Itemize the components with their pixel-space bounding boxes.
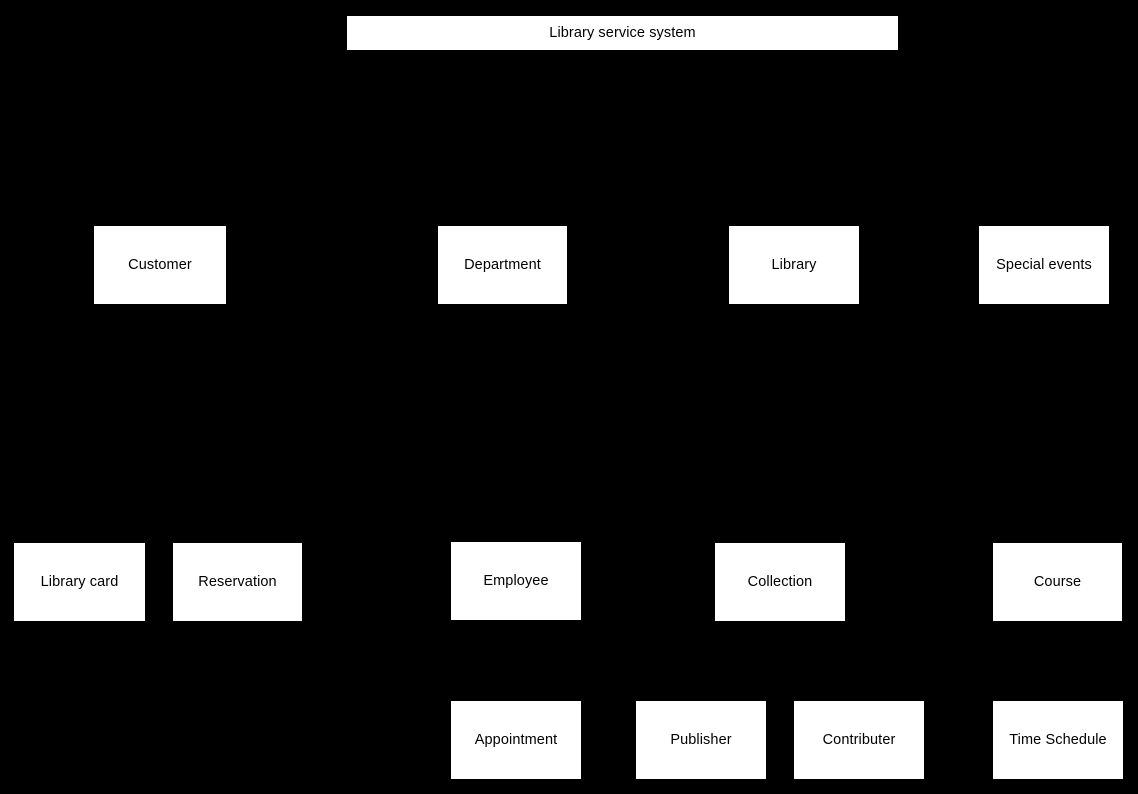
node-label: Library card xyxy=(40,573,119,590)
edge-department-employee xyxy=(501,305,517,541)
node-label: Time Schedule xyxy=(1009,731,1107,748)
edge-root-customer xyxy=(159,51,623,225)
node-collection[interactable]: Collection xyxy=(714,542,846,622)
node-department[interactable]: Department xyxy=(437,225,568,305)
node-label: Special events xyxy=(996,256,1092,273)
node-special-events[interactable]: Special events xyxy=(978,225,1110,305)
node-reservation[interactable]: Reservation xyxy=(172,542,303,622)
edge-special-events-course xyxy=(1043,305,1058,542)
node-label: Library xyxy=(771,256,817,273)
node-label: Collection xyxy=(747,573,813,590)
edge-root-library xyxy=(621,51,795,225)
node-label: Customer xyxy=(128,256,192,273)
node-employee[interactable]: Employee xyxy=(450,541,582,621)
node-label: Reservation xyxy=(198,573,277,590)
node-label: Contributer xyxy=(822,731,896,748)
node-label: Publisher xyxy=(670,731,732,748)
node-library[interactable]: Library xyxy=(728,225,860,305)
edge-root-special-events xyxy=(621,51,1045,225)
edge-root-department xyxy=(501,51,623,225)
node-time-schedule[interactable]: Time Schedule xyxy=(992,700,1124,780)
node-customer[interactable]: Customer xyxy=(93,225,227,305)
node-appointment[interactable]: Appointment xyxy=(450,700,582,780)
node-course[interactable]: Course xyxy=(992,542,1123,622)
edge-collection-publisher xyxy=(700,622,781,700)
node-library-card[interactable]: Library card xyxy=(13,542,146,622)
edge-customer-library-card xyxy=(78,305,161,542)
node-label: Employee xyxy=(483,572,549,589)
node-label: Appointment xyxy=(474,731,558,748)
edge-customer-reservation xyxy=(159,305,238,542)
edge-collection-contributer xyxy=(779,622,860,700)
node-root-library-service-system[interactable]: Library service system xyxy=(346,15,899,51)
node-label: Department xyxy=(464,256,541,273)
edge-library-collection xyxy=(779,305,795,542)
node-label: Course xyxy=(1033,573,1082,590)
node-contributer[interactable]: Contributer xyxy=(793,700,925,780)
node-publisher[interactable]: Publisher xyxy=(635,700,767,780)
node-label: Library service system xyxy=(549,24,696,41)
